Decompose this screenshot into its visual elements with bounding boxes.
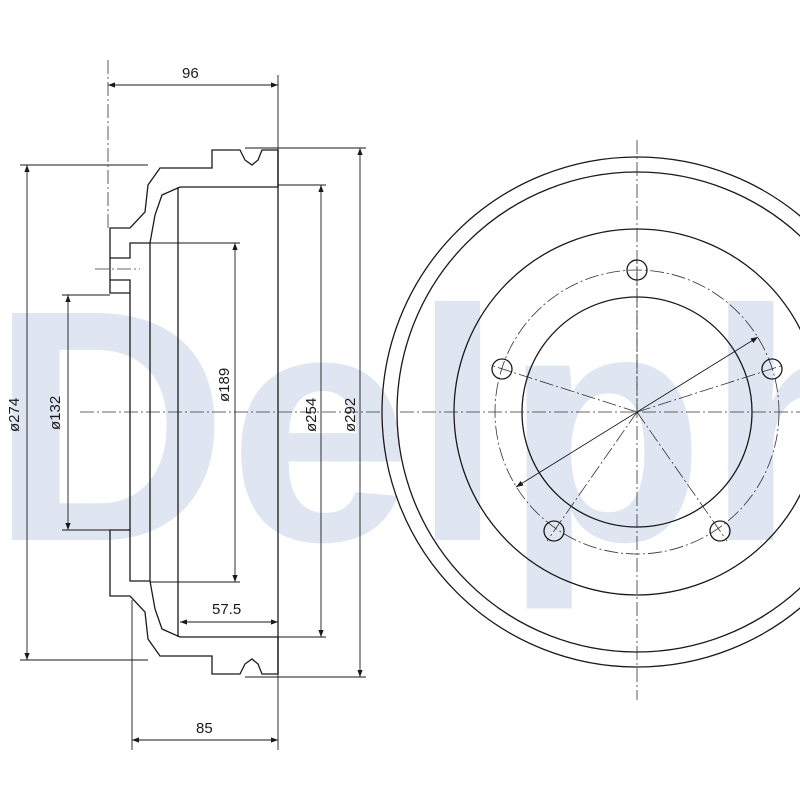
front-view — [381, 140, 800, 700]
dim-d132: ø132 — [47, 396, 64, 430]
bolt-hole — [491, 358, 513, 380]
cross-section — [80, 60, 380, 675]
dim-d292: ø292 — [342, 398, 359, 432]
dim-57-5: 57.5 — [212, 601, 241, 618]
delphi-watermark: Delphi — [0, 241, 800, 612]
section-bottom — [109, 529, 279, 675]
bolt-hole — [761, 358, 783, 380]
bolt-hole — [543, 520, 565, 542]
dim-d189: ø189 — [216, 368, 233, 402]
dim-85: 85 — [196, 720, 213, 737]
bolt-hole — [709, 520, 731, 542]
dim-96: 96 — [182, 65, 199, 82]
dimension-lines: 96 85 57.5 ø274 ø132 ø189 ø254 ø292 — [6, 65, 366, 750]
dim-d254: ø254 — [303, 398, 320, 432]
dim-d274: ø274 — [6, 398, 23, 432]
